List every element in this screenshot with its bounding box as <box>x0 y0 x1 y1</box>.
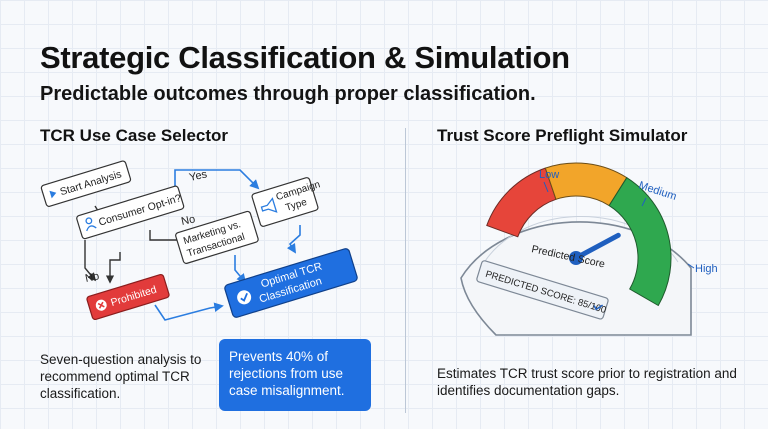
right-description: Estimates TCR trust score prior to regis… <box>437 366 737 398</box>
rejection-callout: Prevents 40% of rejections from use case… <box>219 339 371 411</box>
right-section-heading: Trust Score Preflight Simulator <box>437 126 688 145</box>
node-marketing-vs-transactional: Marketing vs. Transactional <box>175 210 259 264</box>
left-description: Seven-question analysis to recommend opt… <box>40 352 202 401</box>
page-title: Strategic Classification & Simulation <box>40 40 570 75</box>
user-icon <box>85 217 93 225</box>
use-case-flowchart: Yes No No Start Analysis Consumer Opt-in… <box>40 160 358 321</box>
gauge-segment-high <box>608 177 672 307</box>
arrow-consumer-yes-to-campaign <box>174 169 260 190</box>
gauge-label-low: Low <box>539 169 559 181</box>
edge-label-no-top: No <box>180 213 196 228</box>
arrow-marketing-no-to-prohibited <box>105 252 121 284</box>
gauge-tick-medium <box>641 197 647 207</box>
page-subtitle: Predictable outcomes through proper clas… <box>40 83 536 105</box>
edge-label-yes: Yes <box>188 168 209 184</box>
megaphone-icon <box>260 197 278 213</box>
node-start-analysis: Start Analysis <box>40 160 132 207</box>
left-section-heading: TCR Use Case Selector <box>40 126 229 145</box>
arrow-left-no-branch <box>84 240 97 282</box>
gauge-needle-hub <box>569 251 583 265</box>
gauge-needle <box>573 232 621 261</box>
gauge-tick-low <box>543 181 549 193</box>
node-prohibited: Prohibited <box>86 273 170 321</box>
arrow-marketing-to-optimal <box>234 255 247 284</box>
arrow-campaign-to-optimal <box>286 225 301 254</box>
edge-label-no-left: No <box>84 270 100 285</box>
trust-score-gauge: Low Medium High Predicted Score PREDICTE… <box>460 162 718 336</box>
play-icon <box>49 190 57 199</box>
gauge-tick-high <box>687 263 695 269</box>
arrow-prohibited-to-optimal <box>154 302 224 321</box>
node-optimal-tcr: Optimal TCR Classification <box>224 248 358 318</box>
section-divider <box>405 128 406 413</box>
node-campaign-type: Campaign Type <box>251 177 322 227</box>
gauge-label-high: High <box>695 263 718 275</box>
checkmark-icon <box>593 304 604 311</box>
